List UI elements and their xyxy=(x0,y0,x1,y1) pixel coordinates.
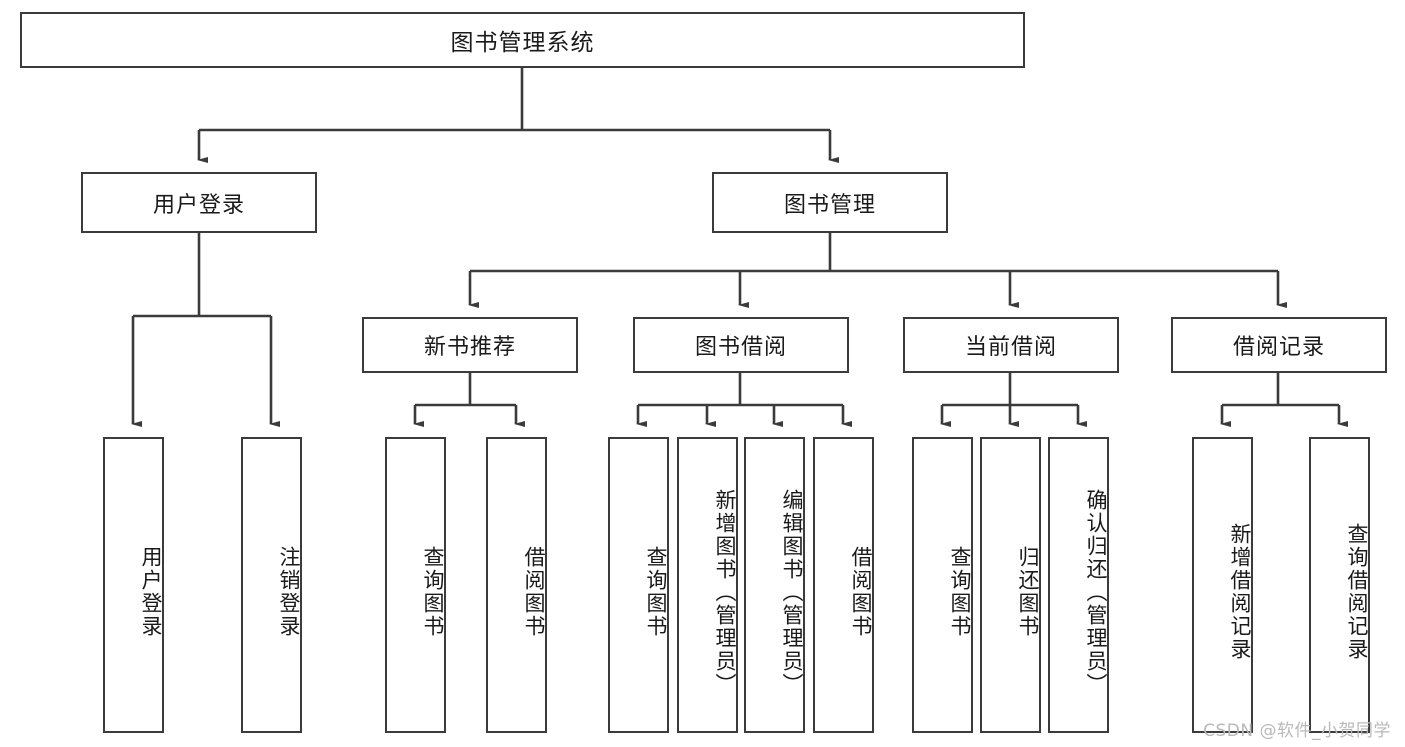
node-label: 新书推荐 xyxy=(423,335,516,360)
leaf-return-book[interactable]: 归还图书 xyxy=(980,437,1041,733)
node-book-borrow[interactable]: 图书借阅 xyxy=(633,317,849,373)
node-label: 确认归还（管理员） xyxy=(1084,488,1108,696)
node-label: 编辑图书（管理员） xyxy=(780,488,804,696)
node-label: 归还图书 xyxy=(1016,546,1040,638)
leaf-logout[interactable]: 注销登录 xyxy=(241,437,302,733)
node-book-management[interactable]: 图书管理 xyxy=(712,172,948,233)
node-label: 查询图书 xyxy=(421,546,445,638)
node-label: 借阅图书 xyxy=(849,546,873,638)
watermark-text: CSDN @软件_小贺同学 xyxy=(1203,721,1391,741)
leaf-edit-book-admin[interactable]: 编辑图书（管理员） xyxy=(744,437,805,733)
node-label: 借阅记录 xyxy=(1232,335,1325,360)
node-label: 查询借阅记录 xyxy=(1345,523,1369,661)
node-current-borrow[interactable]: 当前借阅 xyxy=(903,317,1119,373)
leaf-borrow-book[interactable]: 借阅图书 xyxy=(813,437,874,733)
node-label: 查询图书 xyxy=(644,546,668,638)
node-label: 图书借阅 xyxy=(694,335,787,360)
node-label: 查询图书 xyxy=(948,546,972,638)
node-label: 用户登录 xyxy=(152,192,245,218)
node-new-book-recommend[interactable]: 新书推荐 xyxy=(362,317,578,373)
node-label: 图书管理系统 xyxy=(450,30,595,56)
node-borrow-record[interactable]: 借阅记录 xyxy=(1171,317,1387,373)
node-label: 注销登录 xyxy=(277,546,301,638)
leaf-query-book-current[interactable]: 查询图书 xyxy=(912,437,973,733)
node-label: 新增借阅记录 xyxy=(1228,523,1252,661)
node-label: 图书管理 xyxy=(783,192,876,218)
node-root-system[interactable]: 图书管理系统 xyxy=(20,12,1025,68)
leaf-confirm-return-admin[interactable]: 确认归还（管理员） xyxy=(1048,437,1109,733)
node-label: 用户登录 xyxy=(139,546,163,638)
leaf-add-borrow-record[interactable]: 新增借阅记录 xyxy=(1192,437,1253,733)
node-label: 借阅图书 xyxy=(522,546,546,638)
node-label: 新增图书（管理员） xyxy=(713,488,737,696)
leaf-query-book-borrow[interactable]: 查询图书 xyxy=(608,437,669,733)
node-label: 当前借阅 xyxy=(964,335,1057,360)
node-user-login[interactable]: 用户登录 xyxy=(81,172,317,233)
leaf-query-book-recommend[interactable]: 查询图书 xyxy=(385,437,446,733)
leaf-user-login[interactable]: 用户登录 xyxy=(103,437,164,733)
leaf-query-borrow-record[interactable]: 查询借阅记录 xyxy=(1309,437,1370,733)
leaf-add-book-admin[interactable]: 新增图书（管理员） xyxy=(677,437,738,733)
leaf-borrow-book-recommend[interactable]: 借阅图书 xyxy=(486,437,547,733)
